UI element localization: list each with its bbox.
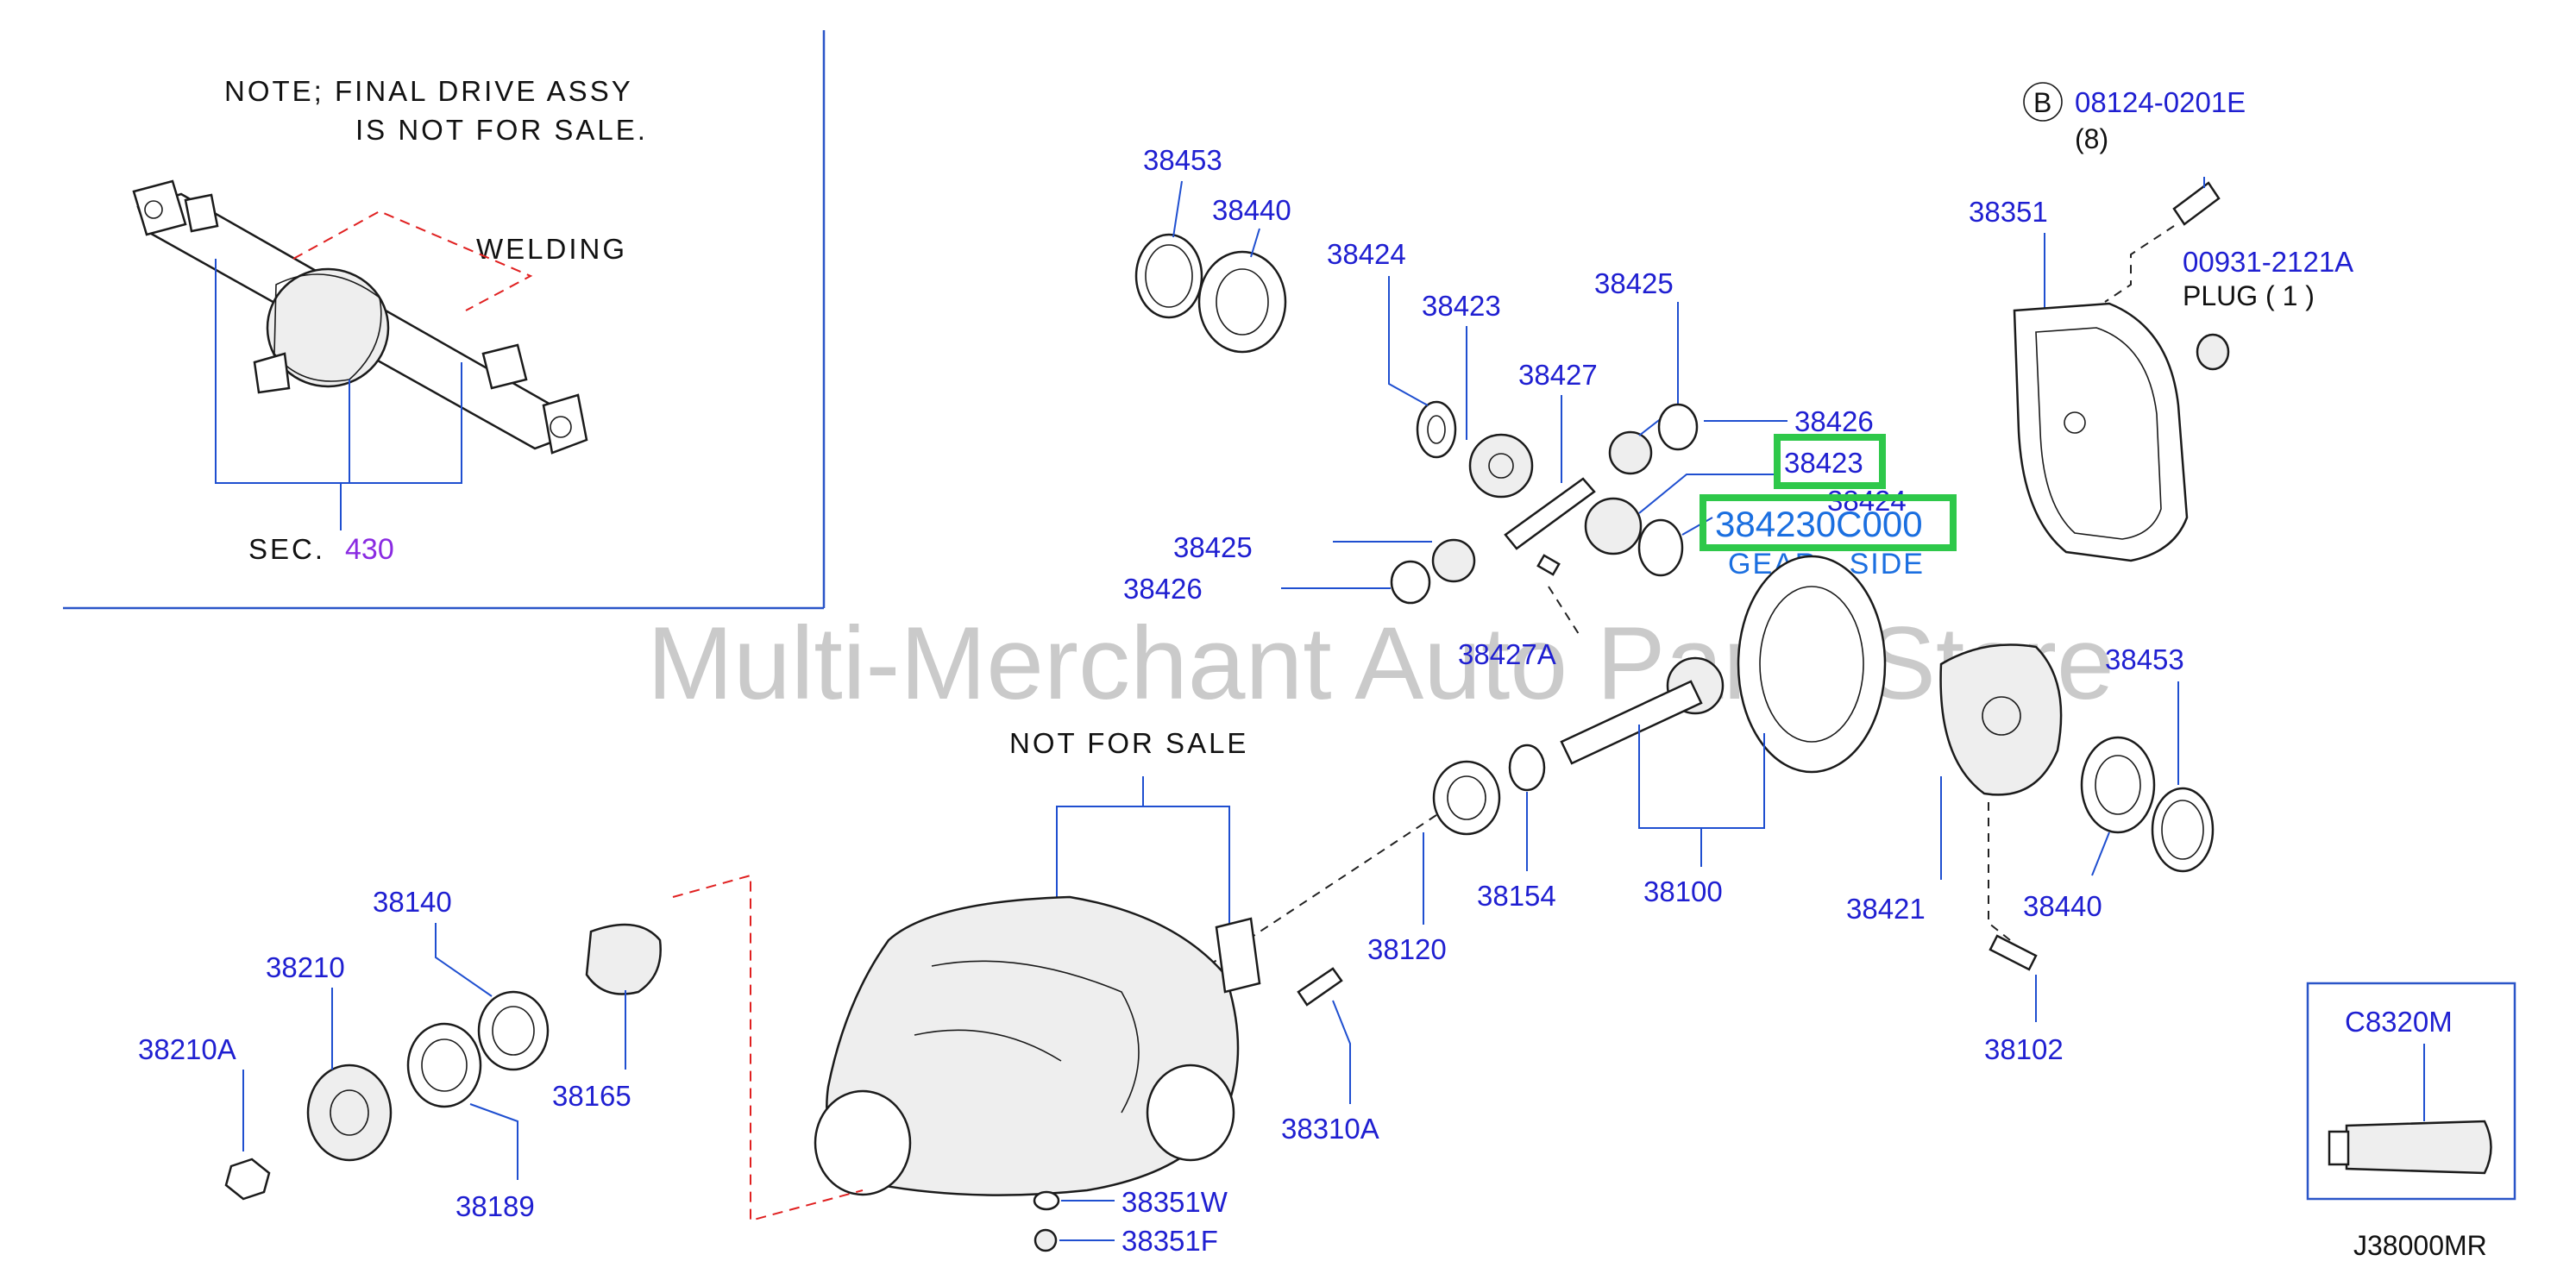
drain-plug-icon: [2196, 333, 2230, 371]
part-38351F[interactable]: 38351F: [1122, 1225, 1218, 1257]
side-gear-icon: [1468, 433, 1534, 499]
front-pinion-bearing-icon: [477, 990, 550, 1071]
housing-bolt-icon: [1297, 967, 1343, 1007]
pinion-washer-icon: [1657, 403, 1699, 451]
part-38426-right[interactable]: 38426: [1794, 405, 1874, 437]
axle-flange-left-icon: [132, 179, 187, 236]
part-38154[interactable]: 38154: [1477, 880, 1556, 912]
tube-cap-icon: [2328, 1130, 2350, 1166]
part-38424-left[interactable]: 38424: [1327, 238, 1406, 270]
housing-cap-icon: [1215, 917, 1261, 994]
part-38453-top[interactable]: 38453: [1143, 144, 1222, 176]
side-gear-right-icon: [1584, 497, 1643, 555]
oil-seal-icon: [1134, 233, 1203, 319]
pinion-mate-left-icon: [1431, 538, 1476, 583]
plug-label: PLUG ( 1 ): [2183, 280, 2315, 311]
section-430-link[interactable]: 430: [345, 533, 394, 566]
welding-label: WELDING: [476, 233, 627, 265]
companion-flange-icon: [306, 1064, 393, 1162]
cut-line: [672, 874, 864, 1222]
part-38453-right[interactable]: 38453: [2105, 643, 2184, 675]
reference-b-circle: [2023, 82, 2063, 122]
part-00931-2121A[interactable]: 00931-2121A: [2183, 246, 2353, 278]
ring-gear-bolt-icon: [1989, 934, 2038, 971]
side-bearing-icon: [2080, 736, 2156, 834]
part-38426-left[interactable]: 38426: [1123, 573, 1203, 605]
welding-dash-line: [292, 210, 533, 311]
part-38427A[interactable]: 38427A: [1458, 638, 1556, 670]
highlight-part-number[interactable]: 384230C000: [1715, 504, 1923, 544]
bolt-quantity: (8): [2075, 123, 2108, 154]
filler-plug-icon: [1034, 1228, 1058, 1252]
differential-case-icon: [1939, 643, 2063, 796]
differential-carrier-icon: [266, 267, 390, 388]
part-38120[interactable]: 38120: [1367, 933, 1447, 965]
not-for-sale-label: NOT FOR SALE: [1009, 727, 1248, 759]
front-oil-seal-icon: [406, 1022, 482, 1108]
cover-bolt-icon: [2172, 181, 2221, 226]
pinion-mate-gear-icon: [1608, 430, 1653, 475]
thrust-washer-icon: [1416, 400, 1457, 459]
pinion-mate-cluster: 38453 38440 38424 38423 38427 38425 3842…: [1123, 144, 1874, 670]
part-38425-left[interactable]: 38425: [1173, 531, 1253, 563]
washer-icon: [1033, 1190, 1060, 1211]
lock-pin-icon: [1536, 554, 1561, 576]
rear-cover-group: B 08124-0201E (8) 38351 00931-2121A PLUG…: [1969, 82, 2353, 562]
flange-nut-icon: [224, 1158, 271, 1201]
part-38440-right[interactable]: 38440: [2023, 890, 2102, 922]
diagram-code: J38000MR: [2353, 1230, 2487, 1261]
part-38351W[interactable]: 38351W: [1122, 1186, 1228, 1218]
part-38210[interactable]: 38210: [266, 951, 345, 983]
part-38425-top[interactable]: 38425: [1594, 267, 1674, 299]
part-38423-left[interactable]: 38423: [1422, 290, 1501, 322]
gear-set-group: 38453 38440 38421 38102 38100 38154 3812…: [1207, 555, 2215, 1065]
part-38440-top[interactable]: 38440: [1212, 194, 1291, 226]
part-38165[interactable]: 38165: [552, 1080, 631, 1112]
flange-parts-group: 38165 38140 38189 38210 38210A: [138, 886, 662, 1222]
pinion-height-washer-icon: [1508, 744, 1546, 792]
note-line-1: NOTE; FINAL DRIVE ASSY: [224, 75, 633, 107]
carrier-housing-group: NOT FOR SALE 38310A 38351W 38351F: [672, 727, 1379, 1257]
side-gear-washer-icon: [1637, 518, 1684, 577]
highlight-part-number-box: [1700, 494, 1957, 551]
part-08124-0201E[interactable]: 08124-0201E: [2075, 86, 2246, 118]
part-38102[interactable]: 38102: [1984, 1033, 2064, 1065]
highlight-38423-box: [1774, 434, 1886, 489]
drive-pinion-shaft-icon: [1560, 680, 1703, 765]
kit-box-group: C8320M: [2306, 982, 2516, 1201]
sealant-tube-icon: [2345, 1120, 2492, 1175]
inset-panel: NOTE; FINAL DRIVE ASSY IS NOT FOR SALE. …: [63, 30, 826, 610]
housing-port-left-icon: [814, 1089, 912, 1196]
part-C8320M[interactable]: C8320M: [2345, 1006, 2453, 1038]
highlight-38423-label[interactable]: 38423: [1784, 447, 1863, 479]
part-38140[interactable]: 38140: [373, 886, 452, 918]
part-38351[interactable]: 38351: [1969, 196, 2048, 228]
pinion-shaft-icon: [1504, 477, 1596, 550]
note-line-2: IS NOT FOR SALE.: [355, 114, 648, 146]
part-38421[interactable]: 38421: [1846, 893, 1926, 925]
pinion-bearing-icon: [1432, 760, 1501, 836]
collapsible-spacer-icon: [585, 923, 662, 995]
reference-b-letter: B: [2033, 87, 2051, 118]
bearing-icon: [1197, 250, 1287, 354]
part-38210A[interactable]: 38210A: [138, 1033, 236, 1065]
part-38100[interactable]: 38100: [1643, 875, 1723, 907]
part-38310A[interactable]: 38310A: [1281, 1113, 1379, 1145]
sec-label: SEC.: [248, 533, 325, 565]
watermark: Multi-Merchant Auto Parts Store: [647, 605, 2114, 721]
part-38189[interactable]: 38189: [456, 1190, 535, 1222]
kit-box-frame: [2306, 982, 2516, 1201]
axle-housing-drawing: [132, 179, 588, 455]
housing-port-right-icon: [1146, 1064, 1235, 1162]
pinion-washer-left-icon: [1390, 560, 1431, 605]
axle-flange-right-icon: [542, 393, 588, 455]
part-38427[interactable]: 38427: [1518, 359, 1598, 391]
